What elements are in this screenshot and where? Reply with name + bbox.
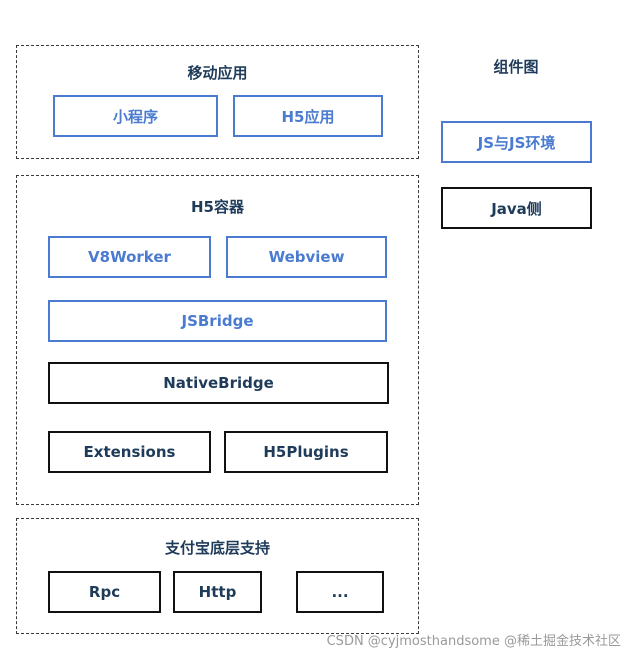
nativebridge-box: NativeBridge (48, 362, 389, 404)
more-label: ... (331, 583, 349, 601)
webview-box: Webview (226, 236, 387, 278)
h5-container-group: H5容器 (16, 175, 419, 505)
watermark: CSDN @cyjmosthandsome @稀土掘金技术社区 (327, 630, 621, 649)
rpc-box: Rpc (48, 571, 161, 613)
http-box: Http (173, 571, 262, 613)
h5-app-label: H5应用 (281, 107, 335, 126)
rpc-label: Rpc (88, 583, 121, 601)
v8worker-label: V8Worker (88, 248, 171, 266)
legend-java-box: Java侧 (441, 187, 592, 229)
watermark-juejin: @稀土掘金技术社区 (503, 634, 621, 649)
mobile-apps-group: 移动应用 (16, 45, 419, 159)
nativebridge-label: NativeBridge (163, 374, 274, 392)
jsbridge-box: JSBridge (48, 300, 387, 342)
legend-java-label: Java侧 (491, 199, 542, 218)
http-label: Http (198, 583, 237, 601)
mini-program-box: 小程序 (53, 95, 218, 137)
extensions-label: Extensions (83, 443, 176, 461)
more-box: ... (296, 571, 384, 613)
h5plugins-box: H5Plugins (224, 431, 388, 473)
legend-js-box: JS与JS环境 (441, 121, 592, 163)
watermark-csdn: CSDN @cyjmosthandsome (326, 634, 500, 649)
h5-app-box: H5应用 (233, 95, 383, 137)
extensions-box: Extensions (48, 431, 211, 473)
mobile-apps-title: 移动应用 (187, 64, 248, 82)
h5plugins-label: H5Plugins (263, 443, 349, 461)
webview-label: Webview (268, 248, 345, 266)
legend-title: 组件图 (493, 58, 539, 76)
alipay-support-group: 支付宝底层支持 (16, 518, 419, 634)
alipay-support-title: 支付宝底层支持 (164, 539, 270, 557)
mini-program-label: 小程序 (112, 107, 158, 126)
v8worker-box: V8Worker (48, 236, 211, 278)
legend-js-label: JS与JS环境 (477, 133, 556, 152)
jsbridge-label: JSBridge (181, 312, 254, 330)
h5-container-title: H5容器 (191, 198, 244, 216)
